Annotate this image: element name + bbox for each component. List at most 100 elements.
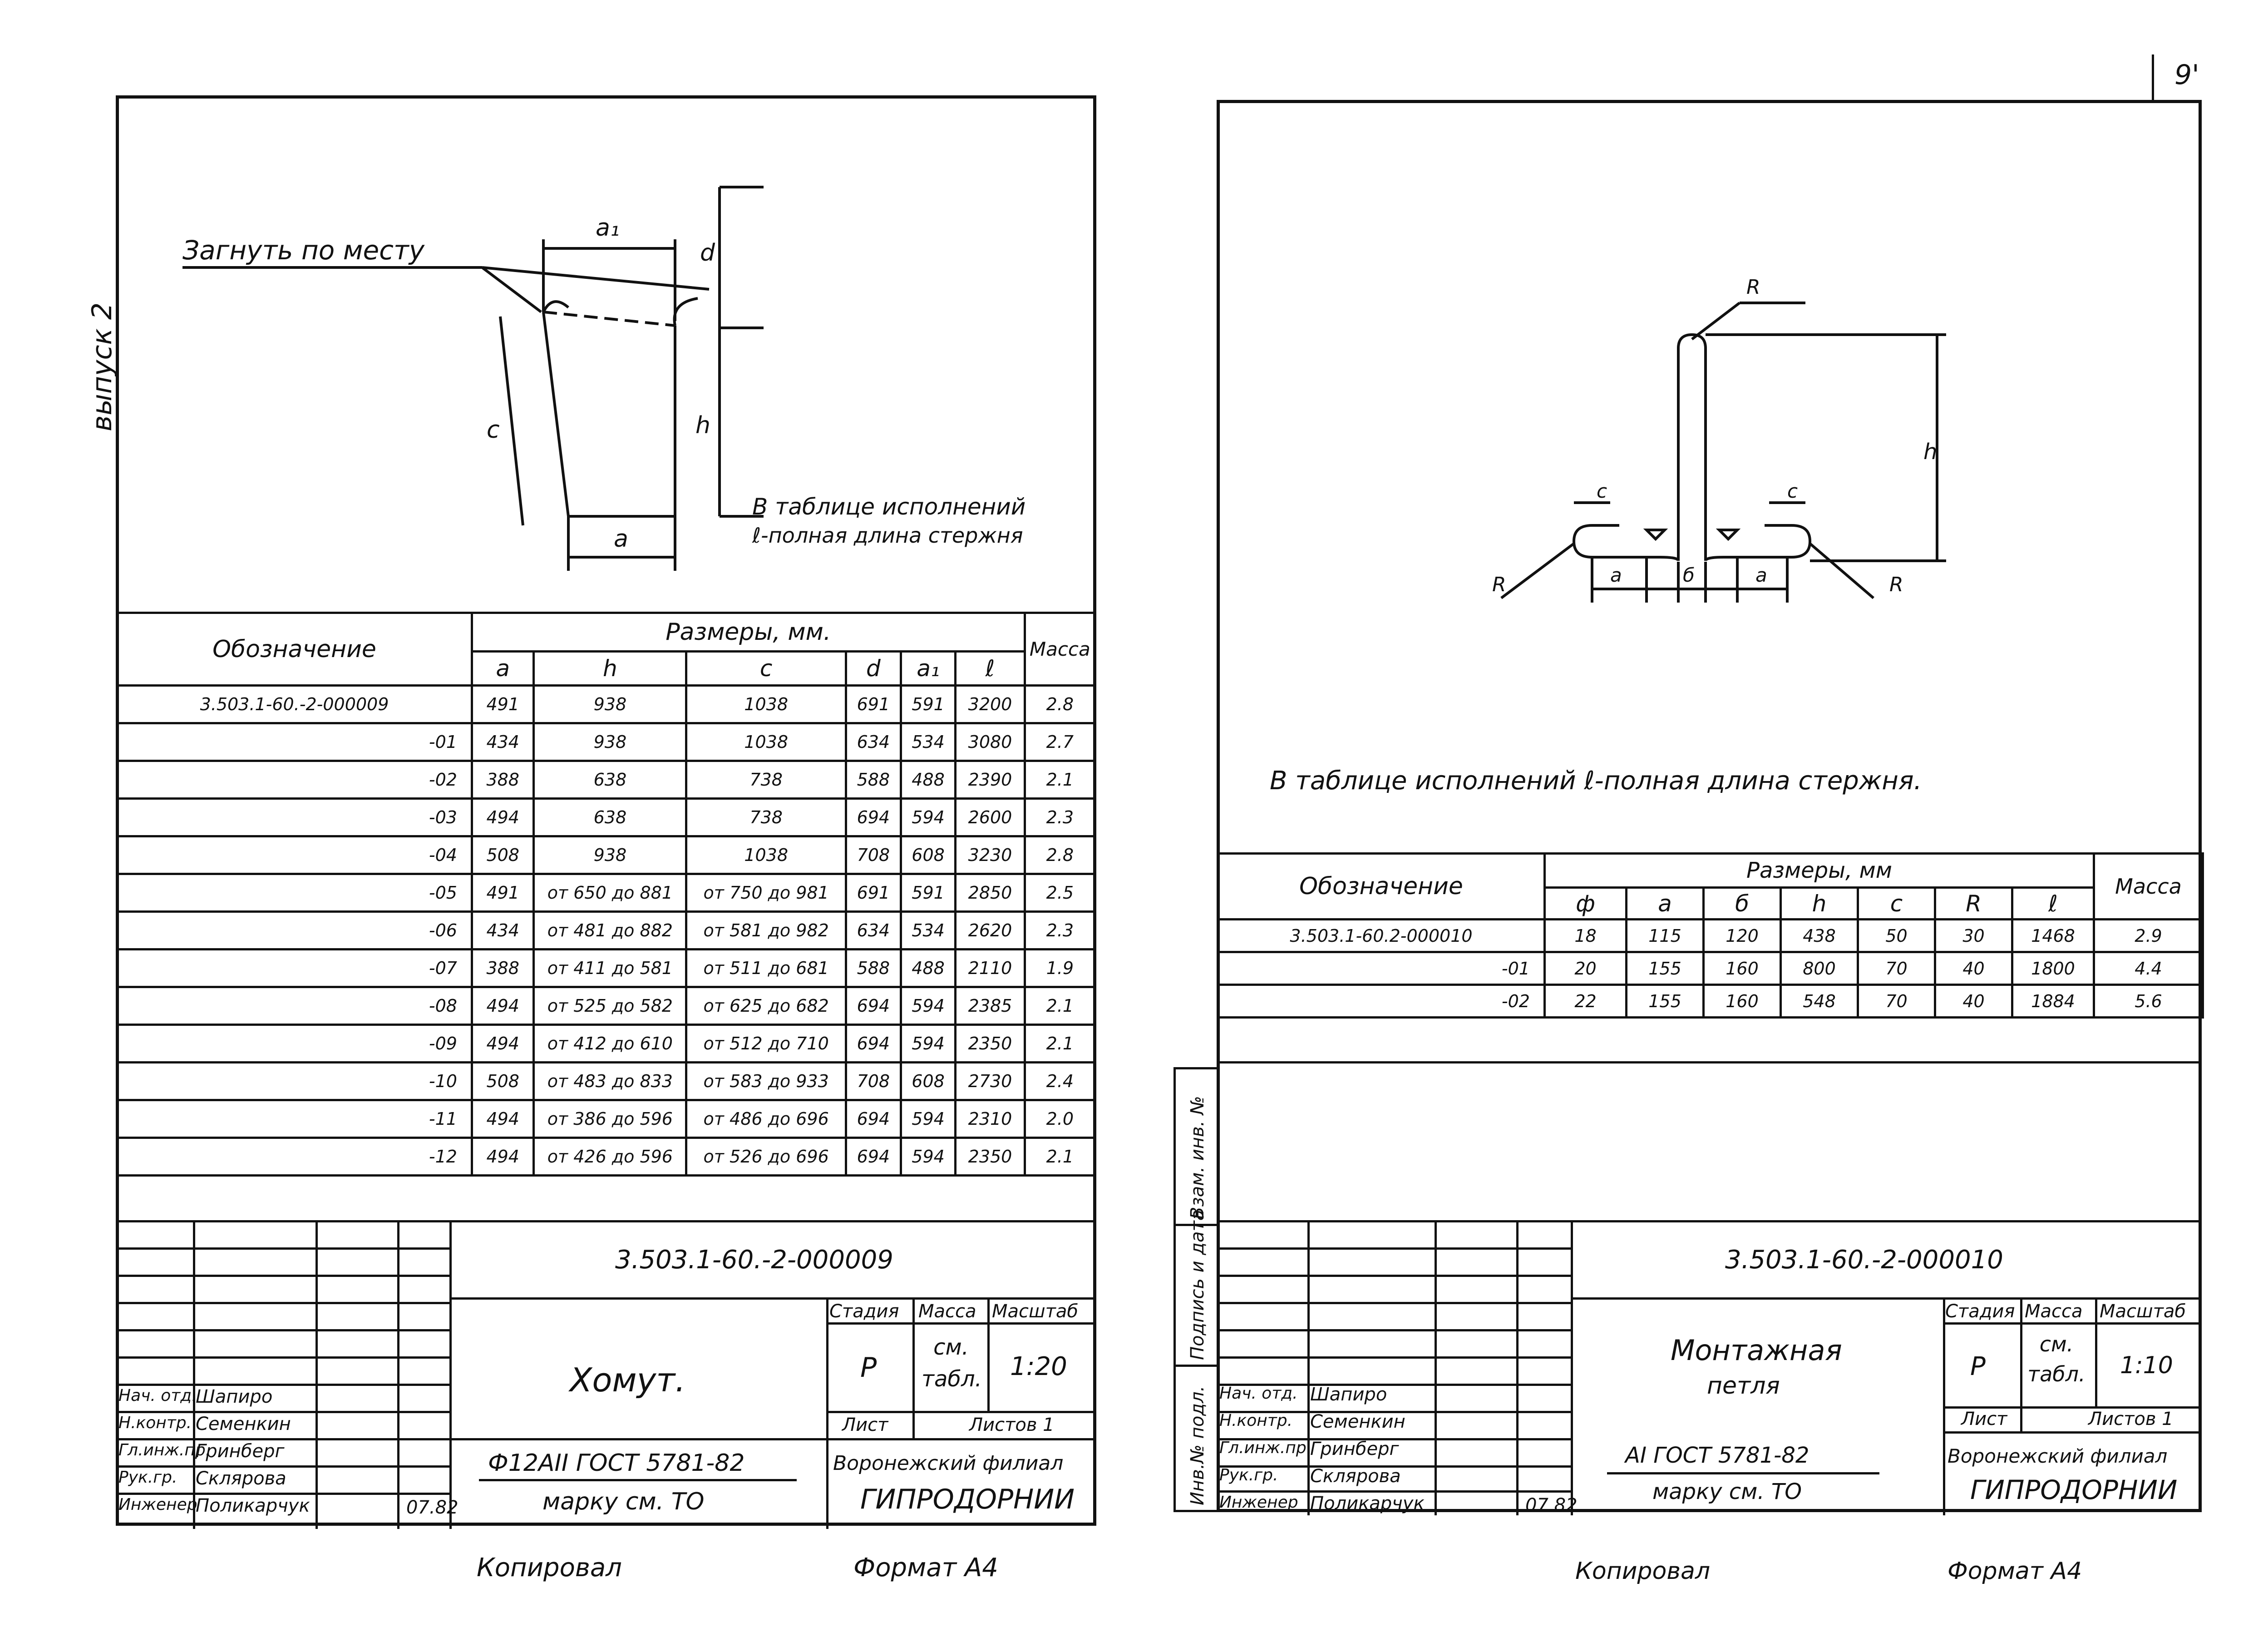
table-cell: 708	[844, 1061, 902, 1101]
stamp-scale-label: Масштаб	[992, 1301, 1079, 1322]
table-cell: 494	[470, 986, 535, 1026]
table-cell: 594	[899, 1024, 957, 1063]
table-cell: 1468	[2011, 918, 2095, 953]
table-cell: от 426 до 596	[532, 1137, 688, 1177]
table-cell: 1800	[2011, 951, 2095, 986]
table-cell: 3080	[954, 722, 1026, 762]
table-cell: 694	[844, 1137, 902, 1177]
table-cell: 20	[1543, 951, 1627, 986]
designation-cell: -10	[116, 1061, 473, 1101]
col-sizes: Размеры, мм	[1543, 852, 2095, 889]
table-cell: 1038	[685, 835, 847, 875]
table-cell: 2.8	[1023, 684, 1097, 724]
callout-label: Загнуть по месту	[182, 235, 425, 266]
table-cell: 2.1	[1023, 1024, 1097, 1063]
stamp-stage-label: Стадия	[829, 1301, 899, 1322]
left-sheet: Загнуть по месту a₁ d h c a В таблице ис…	[116, 95, 1097, 1529]
table-cell: 438	[1780, 918, 1859, 953]
stamp-material-note: марку см. ТО	[1652, 1479, 1802, 1504]
table-cell: 2600	[954, 797, 1026, 837]
stamp-title: Хомут.	[570, 1361, 686, 1399]
designation-cell: 3.503.1-60.2-000010	[1217, 918, 1546, 953]
table-cell: 591	[899, 873, 957, 913]
table-cell: 691	[844, 684, 902, 724]
sub-header: h	[1780, 886, 1859, 920]
designation-cell: -03	[116, 797, 473, 837]
table-cell: 938	[532, 722, 688, 762]
table-cell: 155	[1625, 984, 1705, 1019]
table-cell: 115	[1625, 918, 1705, 953]
table-cell: 738	[685, 797, 847, 837]
right-footer-format: Формат А4	[1948, 1558, 2082, 1585]
sub-header: h	[532, 650, 688, 687]
page-number-tick	[2152, 54, 2154, 104]
stamp-org-2: ГИПРОДОРНИИ	[860, 1484, 1075, 1515]
sub-header: R	[1934, 886, 2013, 920]
designation-cell: -01	[1217, 951, 1546, 986]
table-cell: 1038	[685, 722, 847, 762]
table-cell: 594	[899, 1099, 957, 1139]
designation-cell: -09	[116, 1024, 473, 1063]
left-footer-copied: Копировал	[477, 1553, 622, 1583]
stamp-sheet-label: Лист	[842, 1415, 888, 1435]
designation-cell: -11	[116, 1099, 473, 1139]
signatory-role: Инженер	[1219, 1493, 1298, 1512]
table-cell: 591	[899, 684, 957, 724]
table-cell: 5.6	[2093, 984, 2204, 1019]
clamp-drawing	[182, 186, 764, 571]
table-cell: 2850	[954, 873, 1026, 913]
stamp-sheets-label: Листов 1	[2088, 1409, 2174, 1429]
sub-header: a	[470, 650, 535, 687]
sub-header: a	[1625, 886, 1705, 920]
table-cell: 160	[1702, 984, 1782, 1019]
stamp-sheet-label: Лист	[1961, 1409, 2007, 1429]
table-cell: 938	[532, 835, 688, 875]
table-cell: 2.4	[1023, 1061, 1097, 1101]
side-label-inv: Инв.№ подл.	[1187, 1385, 1208, 1505]
table-cell: 40	[1934, 951, 2013, 986]
dim-h: h	[1923, 439, 1938, 465]
table-cell: от 650 до 881	[532, 873, 688, 913]
table-cell: 434	[470, 910, 535, 950]
designation-cell: -12	[116, 1137, 473, 1177]
table-cell: 2.9	[2093, 918, 2204, 953]
table-cell: 2310	[954, 1099, 1026, 1139]
table-cell: 2620	[954, 910, 1026, 950]
table-cell: 4.4	[2093, 951, 2204, 986]
table-cell: 1.9	[1023, 948, 1097, 988]
stamp-code: 3.503.1-60.-2-000010	[1725, 1245, 2003, 1275]
signatory-role: Нач. отд.	[1219, 1384, 1298, 1403]
dim-h: h	[695, 412, 710, 439]
table-cell: 2350	[954, 1024, 1026, 1063]
side-label-vzam: Взам. инв. №	[1187, 1096, 1208, 1219]
table-cell: от 750 до 981	[685, 873, 847, 913]
stamp-scale: 1:10	[2120, 1352, 2173, 1379]
table-cell: 534	[899, 722, 957, 762]
designation-cell: -01	[116, 722, 473, 762]
side-strip: Инв.№ подл. Подпись и дата Взам. инв. №	[1173, 1067, 1219, 1512]
signatory-role: Нач. отд.	[118, 1386, 197, 1405]
stamp-mass: см. табл.	[922, 1335, 982, 1392]
table-cell: 70	[1857, 984, 1936, 1019]
table-cell: 534	[899, 910, 957, 950]
table-cell: от 411 до 581	[532, 948, 688, 988]
dim-a1: a₁	[596, 214, 620, 242]
stamp-org-2: ГИПРОДОРНИИ	[1970, 1474, 2178, 1505]
table-cell: от 525 до 582	[532, 986, 688, 1026]
dim-a-right: a	[1755, 564, 1767, 586]
table-cell: 40	[1934, 984, 2013, 1019]
table-cell: 491	[470, 873, 535, 913]
table-cell: 594	[899, 1137, 957, 1177]
col-mass: Масса	[2093, 852, 2204, 920]
stamp-title-2: петля	[1707, 1372, 1780, 1400]
dim-R-left: R	[1492, 573, 1506, 596]
page-number: 9'	[2174, 59, 2199, 91]
stamp-mass-label: Масса	[2025, 1301, 2083, 1322]
table-cell: 2730	[954, 1061, 1026, 1101]
